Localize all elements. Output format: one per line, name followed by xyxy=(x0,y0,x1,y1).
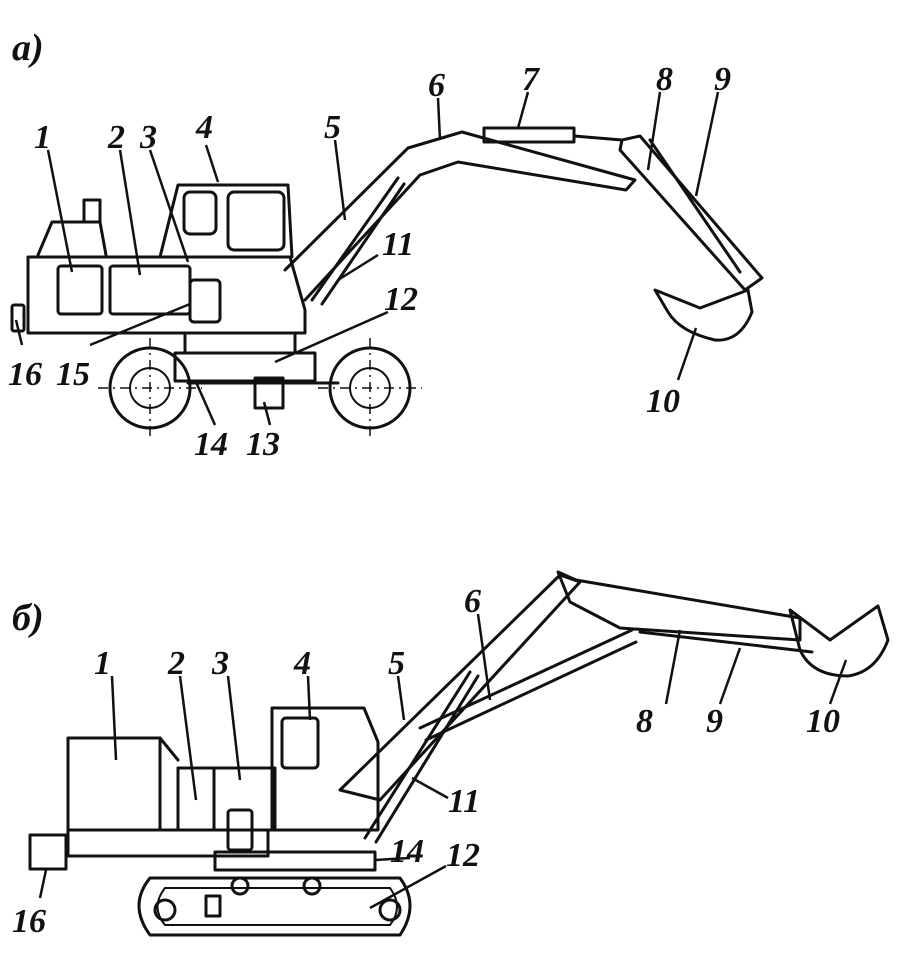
label-b-8: 8 xyxy=(636,703,653,740)
operator-cab xyxy=(158,183,294,259)
label-b-9: 9 xyxy=(706,703,723,740)
stick-8 xyxy=(556,570,802,642)
label-a-13: 13 xyxy=(246,426,280,463)
exhaust-stack xyxy=(82,198,102,224)
label-b-6: 6 xyxy=(464,583,481,620)
turntable xyxy=(183,331,297,355)
label-a-14: 14 xyxy=(194,426,228,463)
bucket-cylinder-9 xyxy=(638,630,814,654)
cab-window-right xyxy=(226,190,286,252)
label-a-4: 4 xyxy=(195,109,213,146)
engine-hood xyxy=(36,220,108,257)
label-b-14: 14 xyxy=(390,833,424,870)
stick-cylinder-7 xyxy=(482,126,576,144)
bucket-10 xyxy=(788,604,890,678)
deck-3 xyxy=(176,766,277,832)
label-b-3: 3 xyxy=(211,645,229,682)
bucket-10 xyxy=(653,288,754,342)
cab-window-left xyxy=(182,190,218,236)
operator-cab xyxy=(270,706,380,832)
turntable-14 xyxy=(213,850,377,872)
cab-window xyxy=(280,716,320,770)
label-b-5: 5 xyxy=(388,645,405,682)
boom xyxy=(283,130,637,302)
view-a-wheeled-excavator: а) xyxy=(8,27,764,463)
label-b-10: 10 xyxy=(806,703,840,740)
label-a-12: 12 xyxy=(384,281,418,318)
label-a-1: 1 xyxy=(34,119,51,156)
label-a-2: 2 xyxy=(107,119,125,156)
label-a-6: 6 xyxy=(428,67,445,104)
view-a-tag: а) xyxy=(12,27,44,69)
label-b-2: 2 xyxy=(167,645,185,682)
label-b-4: 4 xyxy=(293,645,311,682)
boom-cylinder-11 xyxy=(310,176,400,302)
crawler-track-12 xyxy=(137,876,412,937)
engine-block-1 xyxy=(56,264,104,316)
view-b-tag: б) xyxy=(12,597,44,639)
label-b-11: 11 xyxy=(448,783,480,820)
label-a-3: 3 xyxy=(139,119,157,156)
stick-8 xyxy=(618,134,764,292)
label-b-1: 1 xyxy=(94,645,111,682)
label-b-12: 12 xyxy=(446,837,480,874)
chassis-frame-12 xyxy=(173,351,317,383)
label-a-8: 8 xyxy=(656,61,673,98)
bucket-cylinder-9 xyxy=(648,138,742,274)
stick-cylinder-6 xyxy=(418,628,634,730)
label-a-7: 7 xyxy=(522,61,541,98)
label-a-10: 10 xyxy=(646,383,680,420)
upper-frame xyxy=(66,828,270,858)
gearbox-13 xyxy=(253,376,285,410)
label-a-11: 11 xyxy=(382,226,414,263)
label-a-15: 15 xyxy=(56,356,90,393)
pump-15 xyxy=(188,278,222,324)
label-a-16: 16 xyxy=(8,356,42,393)
label-a-5: 5 xyxy=(324,109,341,146)
counterweight-16 xyxy=(28,833,68,871)
pump xyxy=(226,808,254,852)
label-b-16: 16 xyxy=(12,903,46,940)
view-b-crawler-excavator: б) xyxy=(12,570,890,940)
upper-body xyxy=(26,255,307,335)
boom-cylinder-11 xyxy=(363,670,472,840)
label-a-9: 9 xyxy=(714,61,731,98)
engine-housing-1 xyxy=(66,736,162,832)
hydraulic-tank-2 xyxy=(108,264,192,316)
